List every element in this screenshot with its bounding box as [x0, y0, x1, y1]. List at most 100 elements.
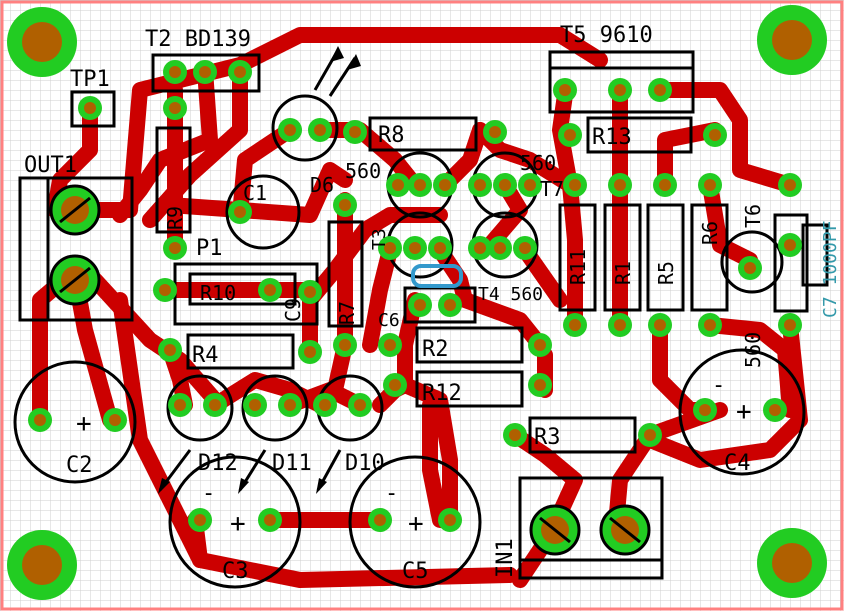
label-c1: C1: [243, 181, 267, 205]
pad-drill: [169, 102, 181, 114]
mounting-holes: [7, 5, 827, 600]
pad: [563, 173, 587, 197]
label-t3: T3: [369, 228, 390, 250]
silkscreen-layer: [13, 49, 829, 589]
pad-drill: [249, 399, 261, 411]
pad-drill: [159, 284, 171, 296]
out1-pad-1-hatch: [59, 196, 91, 224]
arrow-head-1: [330, 46, 344, 62]
label-minus-c4: -: [712, 373, 725, 398]
label-c4: C4: [724, 451, 751, 476]
in1-pad-2-hatch: [609, 516, 641, 544]
pad: [563, 313, 587, 337]
pad-drill: [654, 319, 666, 331]
pad: [386, 173, 410, 197]
pad: [608, 78, 632, 102]
pad: [553, 78, 577, 102]
pad: [608, 313, 632, 337]
pad-drill: [384, 339, 396, 351]
label-r7: R7: [335, 301, 359, 325]
terminal-pads: [49, 184, 651, 556]
label-plus-c4: +: [736, 397, 752, 427]
pad-drill: [444, 299, 456, 311]
label-c5: C5: [402, 559, 429, 584]
pad: [368, 508, 392, 532]
pad-drill: [744, 262, 756, 274]
pad: [738, 256, 762, 280]
r11-outline: [558, 203, 597, 312]
r10-outline: [188, 272, 297, 306]
pad-drill: [704, 319, 716, 331]
pad: [608, 173, 632, 197]
label-plus-c3: +: [230, 509, 246, 539]
mount-hole-bl-drill: [22, 545, 62, 585]
pad: [348, 393, 372, 417]
pad-drill: [392, 179, 404, 191]
pad-drill: [384, 242, 396, 254]
arrow-head-5: [316, 478, 327, 494]
c5-outline: [348, 455, 482, 589]
r13-outline: [586, 116, 693, 154]
t2-outline: [151, 53, 261, 93]
pad: [483, 120, 507, 144]
label-c2: C2: [66, 453, 93, 478]
c7b-outline: [801, 223, 829, 287]
pad-drill: [614, 179, 626, 191]
pad: [408, 173, 432, 197]
pad: [653, 173, 677, 197]
pad: [528, 333, 552, 357]
pad: [468, 173, 492, 197]
pad-drill: [284, 124, 296, 136]
mount-hole-tr-drill: [772, 20, 812, 60]
pad: [428, 236, 452, 260]
tp1-outline: [70, 90, 116, 128]
label-p1: P1: [196, 236, 223, 261]
pad-drill: [659, 179, 671, 191]
label-r6: R6: [698, 221, 722, 245]
pad: [513, 236, 537, 260]
pad-drill: [174, 399, 186, 411]
pad-drill: [409, 242, 421, 254]
pad: [163, 96, 187, 120]
pad-drill: [559, 84, 571, 96]
pad: [408, 293, 432, 317]
pad: [778, 313, 802, 337]
out1-inner-outline: [18, 176, 50, 322]
pad-drill: [509, 429, 521, 441]
pad: [383, 373, 407, 397]
pad: [403, 236, 427, 260]
label-t4: T4 560: [478, 284, 543, 305]
pad-drill: [169, 242, 181, 254]
pad-drill: [519, 242, 531, 254]
label-c7: C7 1000PF: [820, 220, 841, 318]
pad: [258, 278, 282, 302]
pad: [638, 423, 662, 447]
pad: [378, 333, 402, 357]
label-d10: D10: [345, 451, 385, 476]
r6-outline: [690, 203, 729, 312]
label-r4: R4: [192, 343, 219, 368]
pad: [528, 373, 552, 397]
c9-highlight: [411, 264, 463, 288]
pad-drill: [314, 124, 326, 136]
pad: [278, 118, 302, 142]
in1-outline: [518, 476, 664, 580]
silkscreen-labels: T2 BD139 T5 9610 TP1 OUT1 R9 C1 P1 R10 C…: [24, 23, 765, 584]
label-c6: C6: [378, 310, 400, 331]
arrow-head-3: [158, 478, 170, 494]
pad: [228, 200, 252, 224]
pad-drill: [534, 339, 546, 351]
pad-drill: [524, 179, 536, 191]
pad: [168, 393, 192, 417]
pad-drill: [704, 179, 716, 191]
pad: [188, 508, 212, 532]
pad-drill: [614, 319, 626, 331]
pad-drill: [414, 299, 426, 311]
d11-outline: [241, 374, 309, 442]
d6-outline: [271, 94, 339, 162]
pad-drill: [784, 179, 796, 191]
pad-drill: [169, 66, 181, 78]
pad: [163, 236, 187, 260]
pad: [343, 120, 367, 144]
label-out1: OUT1: [24, 153, 77, 178]
